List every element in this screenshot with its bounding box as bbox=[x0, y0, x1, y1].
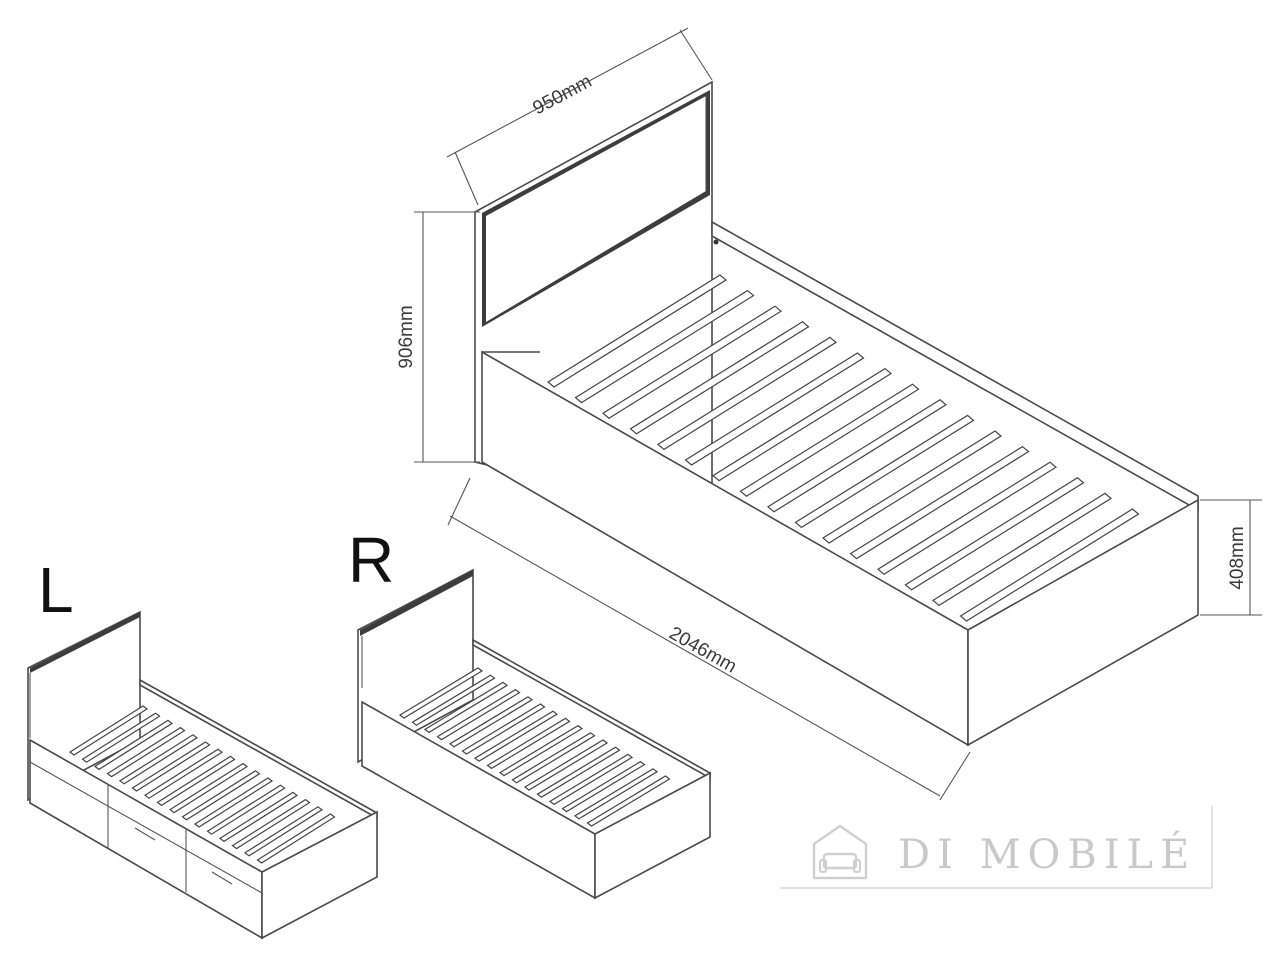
slats bbox=[546, 274, 1140, 622]
slat bbox=[256, 813, 336, 864]
slat bbox=[684, 352, 865, 466]
slat bbox=[218, 791, 299, 843]
dim-headboard-height: 906mm bbox=[396, 211, 480, 463]
slat bbox=[574, 289, 755, 404]
slat bbox=[739, 383, 920, 497]
dim-bed-height: 408mm bbox=[1200, 499, 1262, 616]
slat bbox=[548, 753, 634, 806]
slat bbox=[156, 755, 236, 807]
variant-right-drawing: R bbox=[348, 524, 711, 900]
slat bbox=[711, 367, 893, 482]
slat bbox=[206, 784, 286, 835]
slat bbox=[629, 321, 810, 435]
slat bbox=[143, 748, 224, 799]
slat bbox=[931, 492, 1113, 607]
slat bbox=[586, 775, 671, 827]
slat bbox=[118, 734, 199, 785]
slat bbox=[794, 414, 975, 529]
sofa-icon bbox=[812, 824, 868, 880]
foot-panel bbox=[967, 498, 1199, 747]
slat bbox=[523, 739, 609, 791]
slat bbox=[231, 798, 311, 850]
slat bbox=[131, 741, 211, 792]
width-label: 950mm bbox=[530, 71, 596, 119]
slat bbox=[411, 674, 496, 726]
right-headboard bbox=[357, 568, 474, 764]
variant-right-label: R bbox=[348, 524, 394, 596]
slat bbox=[546, 274, 728, 388]
slat bbox=[473, 710, 559, 762]
slat bbox=[601, 305, 783, 419]
slat bbox=[193, 777, 274, 828]
watermark: DI MOBILÉ bbox=[780, 806, 1213, 889]
slat bbox=[461, 703, 546, 755]
slat bbox=[68, 705, 149, 756]
slat bbox=[876, 461, 1058, 575]
left-slats bbox=[68, 705, 336, 864]
slat bbox=[821, 430, 1003, 544]
slat bbox=[561, 760, 646, 813]
slat bbox=[904, 477, 1085, 591]
slat bbox=[849, 445, 1030, 560]
variant-left-label: L bbox=[38, 554, 74, 626]
headboard-height-label: 906mm bbox=[396, 305, 417, 368]
variant-left-drawing: L bbox=[27, 554, 378, 940]
main-bed-drawing: 950mm 906mm 408mm 2046mm bbox=[396, 27, 1262, 801]
right-foot-panel bbox=[594, 771, 711, 900]
left-drawer-handles bbox=[134, 827, 233, 885]
slat bbox=[436, 688, 521, 741]
slat bbox=[168, 762, 249, 814]
slat bbox=[536, 746, 621, 798]
slat bbox=[243, 806, 324, 857]
slat bbox=[656, 336, 838, 451]
slat bbox=[448, 696, 534, 748]
slat bbox=[423, 681, 509, 734]
slat bbox=[106, 726, 186, 778]
bed-height-label: 408mm bbox=[1227, 526, 1248, 589]
slat bbox=[181, 770, 261, 821]
slat bbox=[398, 667, 484, 719]
right-slats bbox=[398, 667, 671, 827]
slat bbox=[93, 719, 174, 771]
length-label: 2046mm bbox=[665, 623, 740, 678]
watermark-text: DI MOBILÉ bbox=[898, 831, 1196, 878]
slat bbox=[959, 508, 1140, 622]
slat bbox=[511, 732, 596, 784]
slat bbox=[81, 712, 161, 763]
slat bbox=[498, 724, 584, 777]
slat bbox=[486, 717, 571, 770]
left-foot-panel bbox=[261, 810, 378, 940]
slat bbox=[573, 768, 659, 820]
slat bbox=[766, 399, 948, 513]
